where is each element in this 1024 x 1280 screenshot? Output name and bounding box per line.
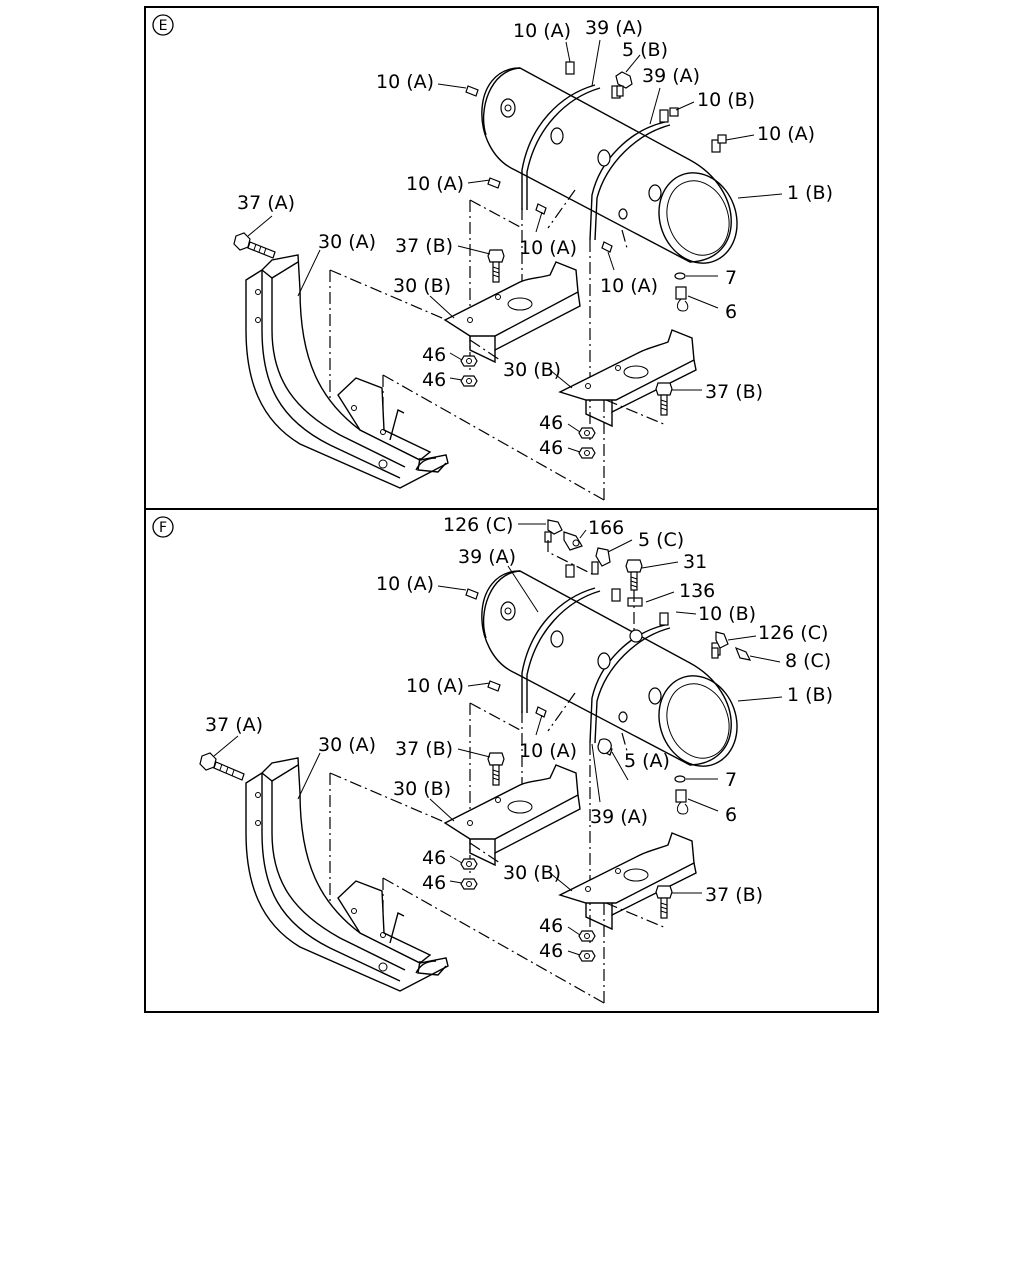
label-6: 6 bbox=[725, 804, 737, 826]
label-39a: 39 (A) bbox=[585, 17, 643, 39]
label-39a: 39 (A) bbox=[458, 546, 516, 568]
label-30b: 30 (B) bbox=[393, 778, 451, 800]
label-10a: 10 (A) bbox=[406, 173, 464, 195]
label-37b: 37 (B) bbox=[395, 738, 453, 760]
panel-e-marker: E bbox=[152, 14, 174, 36]
label-30b: 30 (B) bbox=[393, 275, 451, 297]
label-46: 46 bbox=[539, 437, 563, 459]
elbow-126c-top bbox=[544, 519, 563, 543]
label-10a: 10 (A) bbox=[376, 573, 434, 595]
label-10a: 10 (A) bbox=[376, 71, 434, 93]
label-46: 46 bbox=[422, 872, 446, 894]
label-10a: 10 (A) bbox=[513, 20, 571, 42]
label-5c: 5 (C) bbox=[638, 529, 684, 551]
label-1b: 1 (B) bbox=[787, 182, 833, 204]
bracket-136 bbox=[627, 597, 643, 643]
label-46: 46 bbox=[539, 940, 563, 962]
label-30b: 30 (B) bbox=[503, 862, 561, 884]
panel-f-marker: F bbox=[152, 516, 174, 538]
panel-e-drawing bbox=[233, 61, 751, 501]
label-46: 46 bbox=[539, 412, 563, 434]
label-46: 46 bbox=[422, 369, 446, 391]
panel-f-drawing bbox=[199, 519, 752, 1004]
panel-f-labels: 126 (C) 166 5 (C) 39 (A) 31 10 (A) 136 1… bbox=[205, 514, 833, 962]
label-126c: 126 (C) bbox=[443, 514, 513, 536]
valve-5b-e bbox=[615, 71, 633, 97]
valve-5a bbox=[597, 738, 612, 755]
label-31: 31 bbox=[683, 551, 707, 573]
bolt-37a-e bbox=[233, 232, 276, 259]
label-10a: 10 (A) bbox=[600, 275, 658, 297]
label-7: 7 bbox=[725, 769, 737, 791]
panel-f-leaders bbox=[213, 523, 783, 956]
plug-8c bbox=[734, 646, 752, 661]
label-126c: 126 (C) bbox=[758, 622, 828, 644]
panel-e-leaders bbox=[247, 39, 783, 453]
svg-text:F: F bbox=[159, 520, 167, 536]
label-5b: 5 (B) bbox=[622, 39, 668, 61]
label-10b: 10 (B) bbox=[698, 603, 756, 625]
label-39a: 39 (A) bbox=[642, 65, 700, 87]
label-37a: 37 (A) bbox=[205, 714, 263, 736]
label-46: 46 bbox=[422, 847, 446, 869]
label-30b: 30 (B) bbox=[503, 359, 561, 381]
label-30a: 30 (A) bbox=[318, 231, 376, 253]
label-10a: 10 (A) bbox=[757, 123, 815, 145]
label-37a: 37 (A) bbox=[237, 192, 295, 214]
label-30a: 30 (A) bbox=[318, 734, 376, 756]
panel-e-labels: 10 (A) 39 (A) 5 (B) 10 (A) 39 (A) 10 (B)… bbox=[237, 17, 833, 459]
elbow-126c-side bbox=[711, 631, 729, 659]
panel-f-frame bbox=[144, 508, 879, 1013]
svg-text:E: E bbox=[159, 18, 168, 34]
label-39a: 39 (A) bbox=[590, 806, 648, 828]
label-7: 7 bbox=[725, 267, 737, 289]
label-46: 46 bbox=[422, 344, 446, 366]
label-6: 6 bbox=[725, 301, 737, 323]
label-5a: 5 (A) bbox=[624, 750, 670, 772]
label-10a: 10 (A) bbox=[519, 740, 577, 762]
bolt-37a-f bbox=[199, 752, 245, 781]
fitting-166 bbox=[563, 531, 583, 551]
label-37b: 37 (B) bbox=[395, 235, 453, 257]
label-1b: 1 (B) bbox=[787, 684, 833, 706]
label-8c: 8 (C) bbox=[785, 650, 831, 672]
label-37b: 37 (B) bbox=[705, 884, 763, 906]
label-10a: 10 (A) bbox=[519, 237, 577, 259]
label-136: 136 bbox=[679, 580, 715, 602]
label-37b: 37 (B) bbox=[705, 381, 763, 403]
label-10b: 10 (B) bbox=[697, 89, 755, 111]
label-10a: 10 (A) bbox=[406, 675, 464, 697]
valve-5c bbox=[591, 547, 611, 575]
label-46: 46 bbox=[539, 915, 563, 937]
bolt-31 bbox=[625, 559, 643, 591]
label-166: 166 bbox=[588, 517, 624, 539]
